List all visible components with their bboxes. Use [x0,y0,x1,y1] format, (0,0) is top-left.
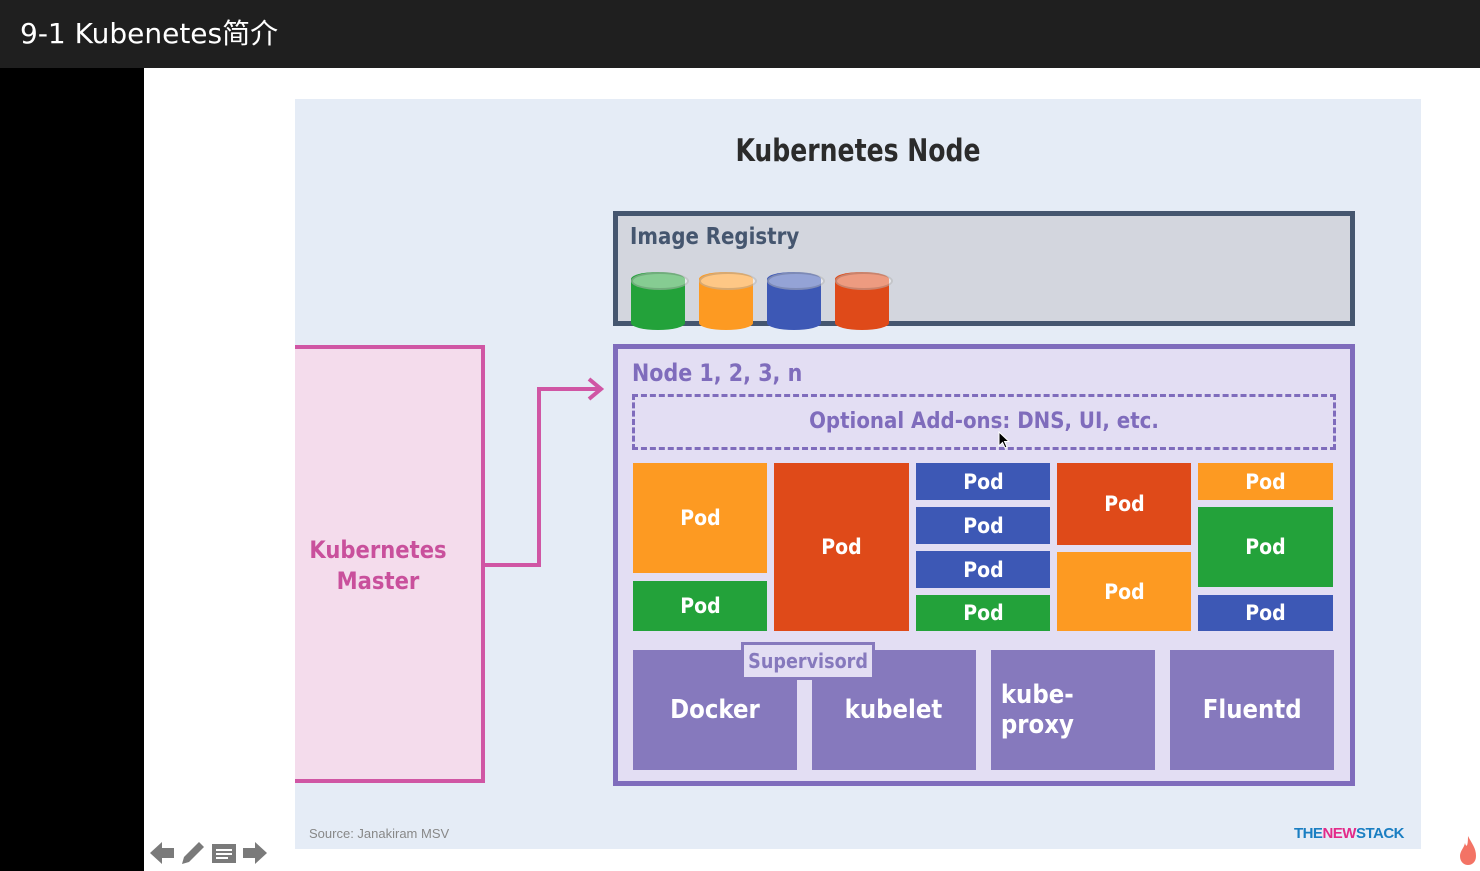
image-cylinder-orange [699,272,757,330]
slide-controls [148,838,272,868]
left-black-pane [0,68,144,871]
pod: Pod [1198,463,1333,500]
image-cylinder-red [835,272,893,330]
source-credit: Source: Janakiram MSV [309,826,450,841]
master-to-node-arrow [481,377,605,567]
supervisord-box: Supervisord [741,642,875,680]
kubernetes-master-label: Kubernetes Master [309,536,447,595]
kube-proxy-component: kube-proxy [991,650,1155,770]
kubelet-label: kubelet [845,695,943,725]
pod-label: Pod [1103,492,1145,516]
pod: Pod [1198,595,1333,631]
slide: Kubernetes Node Image Registry Kubernete… [295,99,1421,849]
window-title: 9-1 Kubenetes简介 [20,17,279,50]
pod-label: Pod [821,535,862,559]
pod-label: Pod [1245,601,1286,625]
pod: Pod [774,463,909,631]
brand-part-3: STACK [1355,825,1405,842]
pod: Pod [633,463,767,573]
menu-icon[interactable] [210,838,238,868]
pod: Pod [916,551,1050,588]
supervisord-label: Supervisord [748,649,868,673]
pod: Pod [1057,552,1191,631]
pod-label: Pod [1103,579,1145,604]
pod-label: Pod [962,557,1004,582]
fluentd-component: Fluentd [1170,650,1334,770]
kubernetes-master-box: Kubernetes Master [295,345,485,783]
pod: Pod [916,463,1050,500]
fluentd-label: Fluentd [1202,695,1302,725]
pod-label: Pod [962,513,1004,538]
image-registry-label: Image Registry [630,224,800,250]
mouse-cursor-icon [998,431,1010,449]
flame-icon [1460,836,1476,865]
pod-label: Pod [679,506,721,530]
docker-label: Docker [670,695,760,725]
arrow-left-icon[interactable] [148,838,176,868]
pod: Pod [916,507,1050,544]
pod-label: Pod [962,601,1004,625]
window-titlebar: 9-1 Kubenetes简介 [0,0,1480,68]
pencil-icon[interactable] [178,838,206,868]
thenewstack-logo: THENEWSTACK [1293,825,1405,842]
slide-title: Kubernetes Node [735,133,981,169]
image-cylinder-blue [767,272,825,330]
node-box: Node 1, 2, 3, n Optional Add-ons: DNS, U… [613,344,1355,786]
kube-proxy-label: kube-proxy [1000,680,1074,740]
pod: Pod [633,581,767,631]
arrow-right-icon[interactable] [241,838,269,868]
pod-label: Pod [679,594,721,618]
image-registry-box: Image Registry [613,211,1355,330]
pod-label: Pod [1245,469,1286,494]
optional-addons-box: Optional Add-ons: DNS, UI, etc. [632,394,1336,450]
pod: Pod [1198,507,1333,587]
optional-addons-label: Optional Add-ons: DNS, UI, etc. [809,409,1159,434]
pod-label: Pod [1245,535,1286,559]
brand-part-2: NEW [1322,825,1356,842]
kubelet-component: kubelet [812,650,976,770]
pod-label: Pod [962,469,1004,494]
pod: Pod [916,595,1050,631]
brand-part-1: THE [1293,825,1323,842]
image-cylinder-green [631,272,689,330]
node-label: Node 1, 2, 3, n [632,359,803,387]
pod: Pod [1057,463,1191,545]
